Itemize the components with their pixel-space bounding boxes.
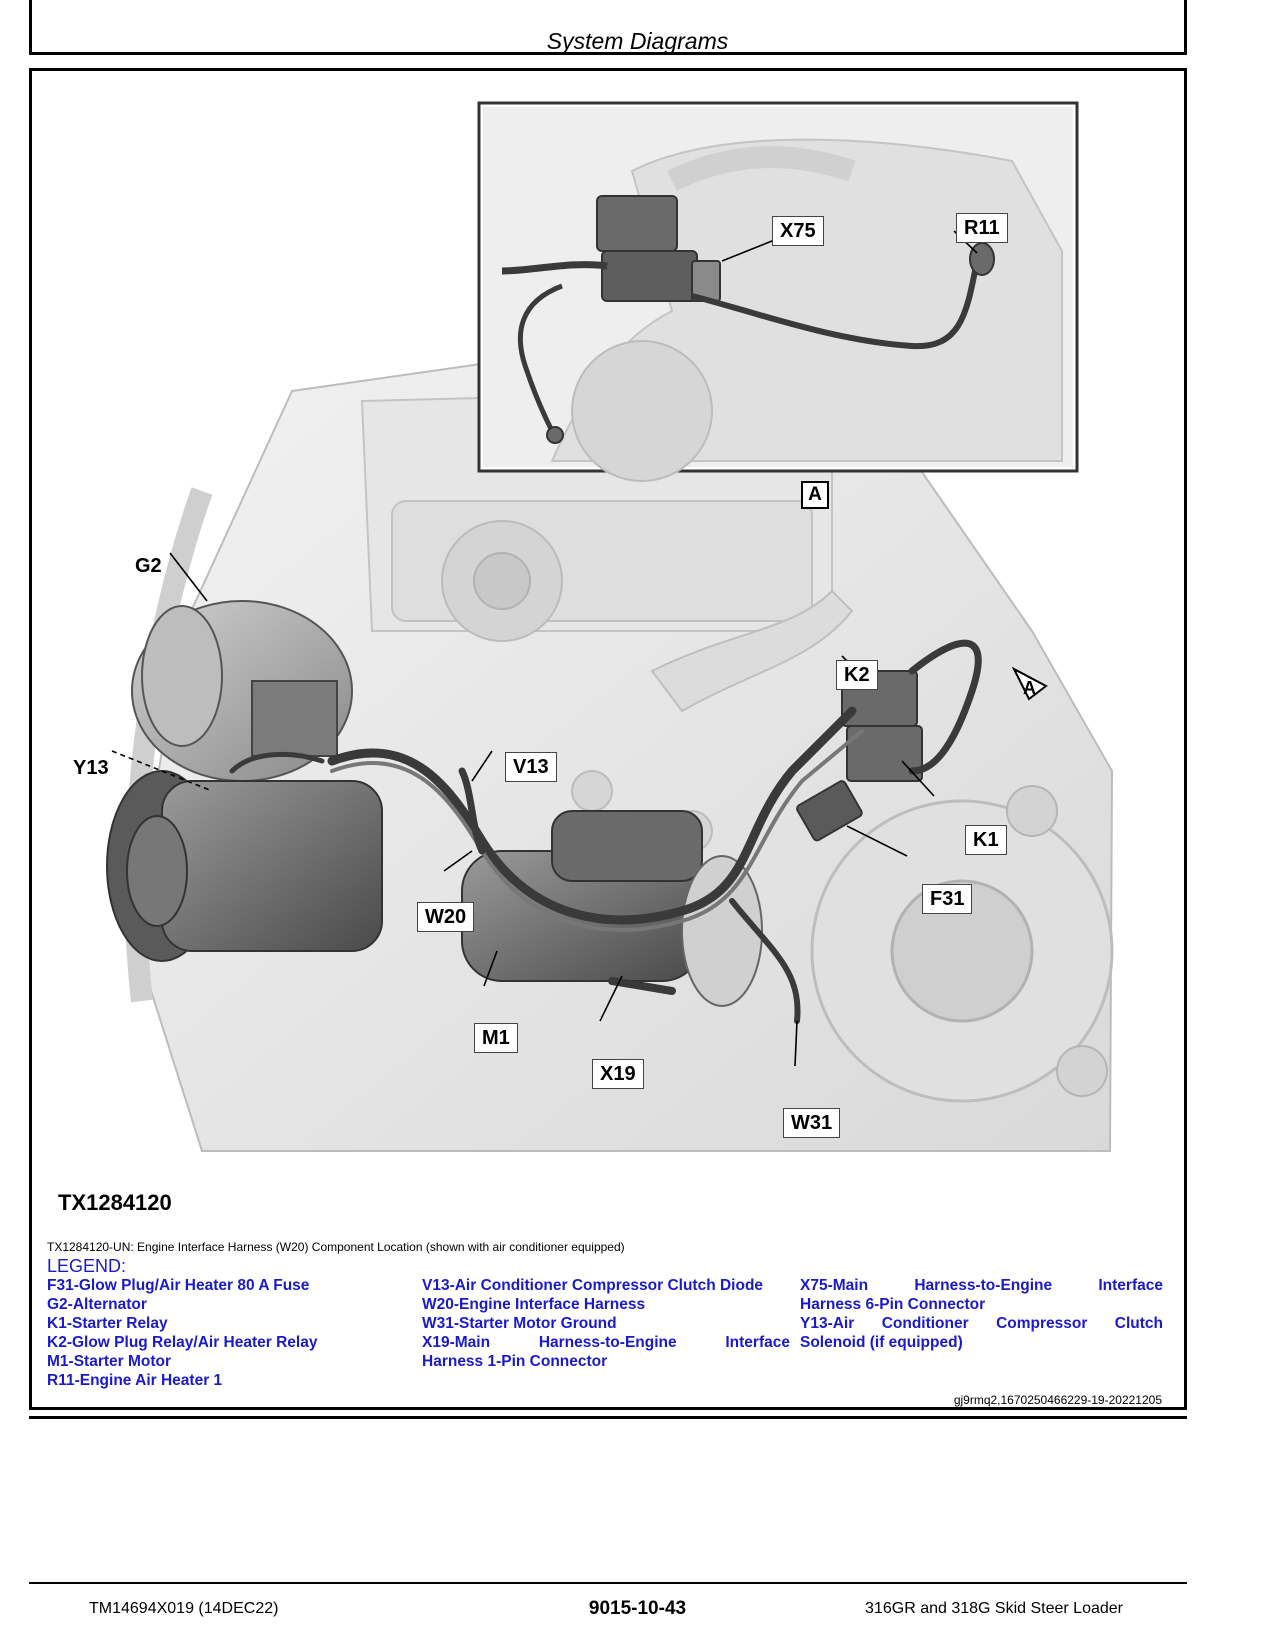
legend-item: Y13-Air Conditioner Compressor Clutch xyxy=(800,1314,1163,1333)
legend-item: M1-Starter Motor xyxy=(47,1353,172,1370)
legend-item-word: Harness-to-Engine xyxy=(914,1277,1053,1294)
inset-tag: A xyxy=(801,481,829,509)
legend-item-word: X19-Main xyxy=(422,1334,491,1351)
legend-column-3: X75-Main Harness-to-Engine Interface Har… xyxy=(800,1276,1163,1352)
legend-item: Solenoid (if equipped) xyxy=(800,1334,963,1351)
callout-k1: K1 xyxy=(965,825,1007,855)
view-marker-label: A xyxy=(1023,678,1036,698)
legend-item-word: Conditioner xyxy=(881,1315,969,1332)
legend-item: X75-Main Harness-to-Engine Interface xyxy=(800,1276,1163,1295)
footer-doc-id: TM14694X019 (14DEC22) xyxy=(89,1600,279,1617)
callout-f31: F31 xyxy=(922,884,973,914)
header-frame xyxy=(29,0,1187,55)
legend-item-word: Clutch xyxy=(1114,1315,1163,1332)
callout-m1: M1 xyxy=(474,1023,518,1053)
legend-item: W31-Starter Motor Ground xyxy=(422,1315,617,1332)
callout-w31: W31 xyxy=(783,1108,841,1138)
legend-item: W20-Engine Interface Harness xyxy=(422,1296,646,1313)
callout-x19: X19 xyxy=(592,1059,644,1089)
footer-page-number: 9015-10-43 xyxy=(588,1598,687,1619)
legend-item: X19-Main Harness-to-Engine Interface xyxy=(422,1333,790,1352)
callout-g2: G2 xyxy=(135,555,162,577)
figure-bottom-rule xyxy=(29,1416,1187,1419)
legend-item: G2-Alternator xyxy=(47,1296,147,1313)
relay-block-illustration xyxy=(796,670,923,842)
legend-column-1: F31-Glow Plug/Air Heater 80 A Fuse G2-Al… xyxy=(47,1276,407,1390)
callout-x75: X75 xyxy=(772,216,824,246)
figure-id: TX1284120 xyxy=(58,1190,172,1215)
legend-item: K1-Starter Relay xyxy=(47,1315,168,1332)
legend-item: R11-Engine Air Heater 1 xyxy=(47,1372,223,1389)
legend-title: LEGEND: xyxy=(47,1256,127,1276)
callout-k2: K2 xyxy=(836,660,878,690)
legend-item: Harness 1-Pin Connector xyxy=(422,1353,608,1370)
legend-item-word: Harness-to-Engine xyxy=(538,1334,677,1351)
callout-w20: W20 xyxy=(417,902,475,932)
legend-item-word: Interface xyxy=(725,1334,790,1351)
figure-frame xyxy=(29,68,1187,1410)
section-title: System Diagrams xyxy=(546,28,729,54)
legend-item: F31-Glow Plug/Air Heater 80 A Fuse xyxy=(47,1277,310,1294)
view-marker-icon xyxy=(1011,666,1048,701)
legend-item: V13-Air Conditioner Compressor Clutch Di… xyxy=(422,1277,764,1294)
legend-item-word: Y13-Air xyxy=(800,1315,855,1332)
callout-r11: R11 xyxy=(956,213,1008,243)
callout-y13: Y13 xyxy=(73,757,109,779)
legend-item: Harness 6-Pin Connector xyxy=(800,1296,986,1313)
inset-detail-view xyxy=(477,101,1079,482)
engine-component-diagram xyxy=(106,101,1114,1152)
legend-item-word: Interface xyxy=(1098,1277,1163,1294)
legend-item: K2-Glow Plug Relay/Air Heater Relay xyxy=(47,1334,318,1351)
callout-v13: V13 xyxy=(505,752,557,782)
footer-machine: 316GR and 318G Skid Steer Loader xyxy=(865,1600,1123,1617)
legend-item-word: X75-Main xyxy=(800,1277,869,1294)
wiring-harness-w20 xyxy=(229,639,982,1024)
ac-compressor-illustration xyxy=(106,770,383,962)
footer-rule xyxy=(29,1582,1187,1584)
legend-column-2: V13-Air Conditioner Compressor Clutch Di… xyxy=(422,1276,790,1371)
figure-caption: TX1284120-UN: Engine Interface Harness (… xyxy=(47,1240,625,1254)
reference-code: gj9rmq2,1670250466229-19-20221205 xyxy=(953,1393,1162,1407)
alternator-illustration xyxy=(131,600,353,782)
legend-item-word: Compressor xyxy=(996,1315,1088,1332)
